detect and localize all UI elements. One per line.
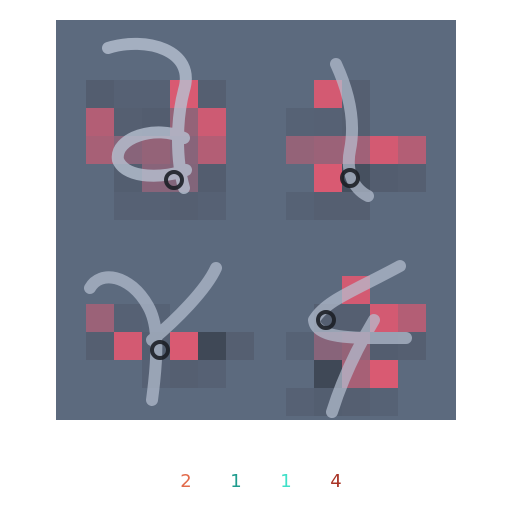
heatmap-panel <box>56 20 456 420</box>
heatmap-cell <box>314 108 342 136</box>
heatmap-cell <box>114 332 142 360</box>
heatmap-cell <box>170 332 198 360</box>
heatmap-cell <box>370 388 398 416</box>
heatmap-cell <box>86 136 114 164</box>
heatmap-cell <box>314 136 342 164</box>
label-2: 1 <box>230 471 242 492</box>
heatmap-cell <box>86 332 114 360</box>
heatmap-cell <box>398 304 426 332</box>
digit-stroke <box>164 170 184 190</box>
heatmap-cell <box>398 136 426 164</box>
heatmap-cell <box>286 108 314 136</box>
heatmap-cell <box>198 136 226 164</box>
heatmap-cell <box>314 164 342 192</box>
label-4: 4 <box>330 471 342 492</box>
heatmap-cell <box>142 192 170 220</box>
heatmap-cell <box>170 192 198 220</box>
heatmap-cell <box>226 332 254 360</box>
heatmap-cell <box>86 304 114 332</box>
heatmap-cell <box>286 332 314 360</box>
heatmap-cell <box>314 80 342 108</box>
heatmap-cell <box>198 108 226 136</box>
heatmap-svg <box>84 37 426 418</box>
digit-stroke <box>102 37 192 194</box>
heatmap-cell <box>114 80 142 108</box>
heatmap-cell <box>370 360 398 388</box>
digit-stroke <box>316 310 336 330</box>
heatmap-cell <box>198 332 226 360</box>
heatmap-cell <box>142 136 170 164</box>
digit-stroke <box>340 168 360 188</box>
heatmap-cell <box>86 80 114 108</box>
heatmap-cell <box>86 108 114 136</box>
digit-stroke <box>150 340 170 360</box>
heatmap-cell <box>370 136 398 164</box>
heatmap-cell <box>198 192 226 220</box>
heatmap-cell <box>286 136 314 164</box>
heatmap-cell <box>198 80 226 108</box>
heatmap-cell <box>314 192 342 220</box>
heatmap-cell <box>286 192 314 220</box>
label-3: 1 <box>280 471 292 492</box>
heatmap-cell <box>114 192 142 220</box>
heatmap-cell <box>398 164 426 192</box>
heatmap-cell <box>170 360 198 388</box>
heatmap-cell <box>342 388 370 416</box>
heatmap-cell <box>198 360 226 388</box>
heatmap-cell <box>142 80 170 108</box>
heatmap-cell <box>286 388 314 416</box>
heatmap-cell <box>114 304 142 332</box>
label-1: 2 <box>180 471 192 492</box>
heatmap-cell <box>370 164 398 192</box>
heatmap-cell <box>198 164 226 192</box>
